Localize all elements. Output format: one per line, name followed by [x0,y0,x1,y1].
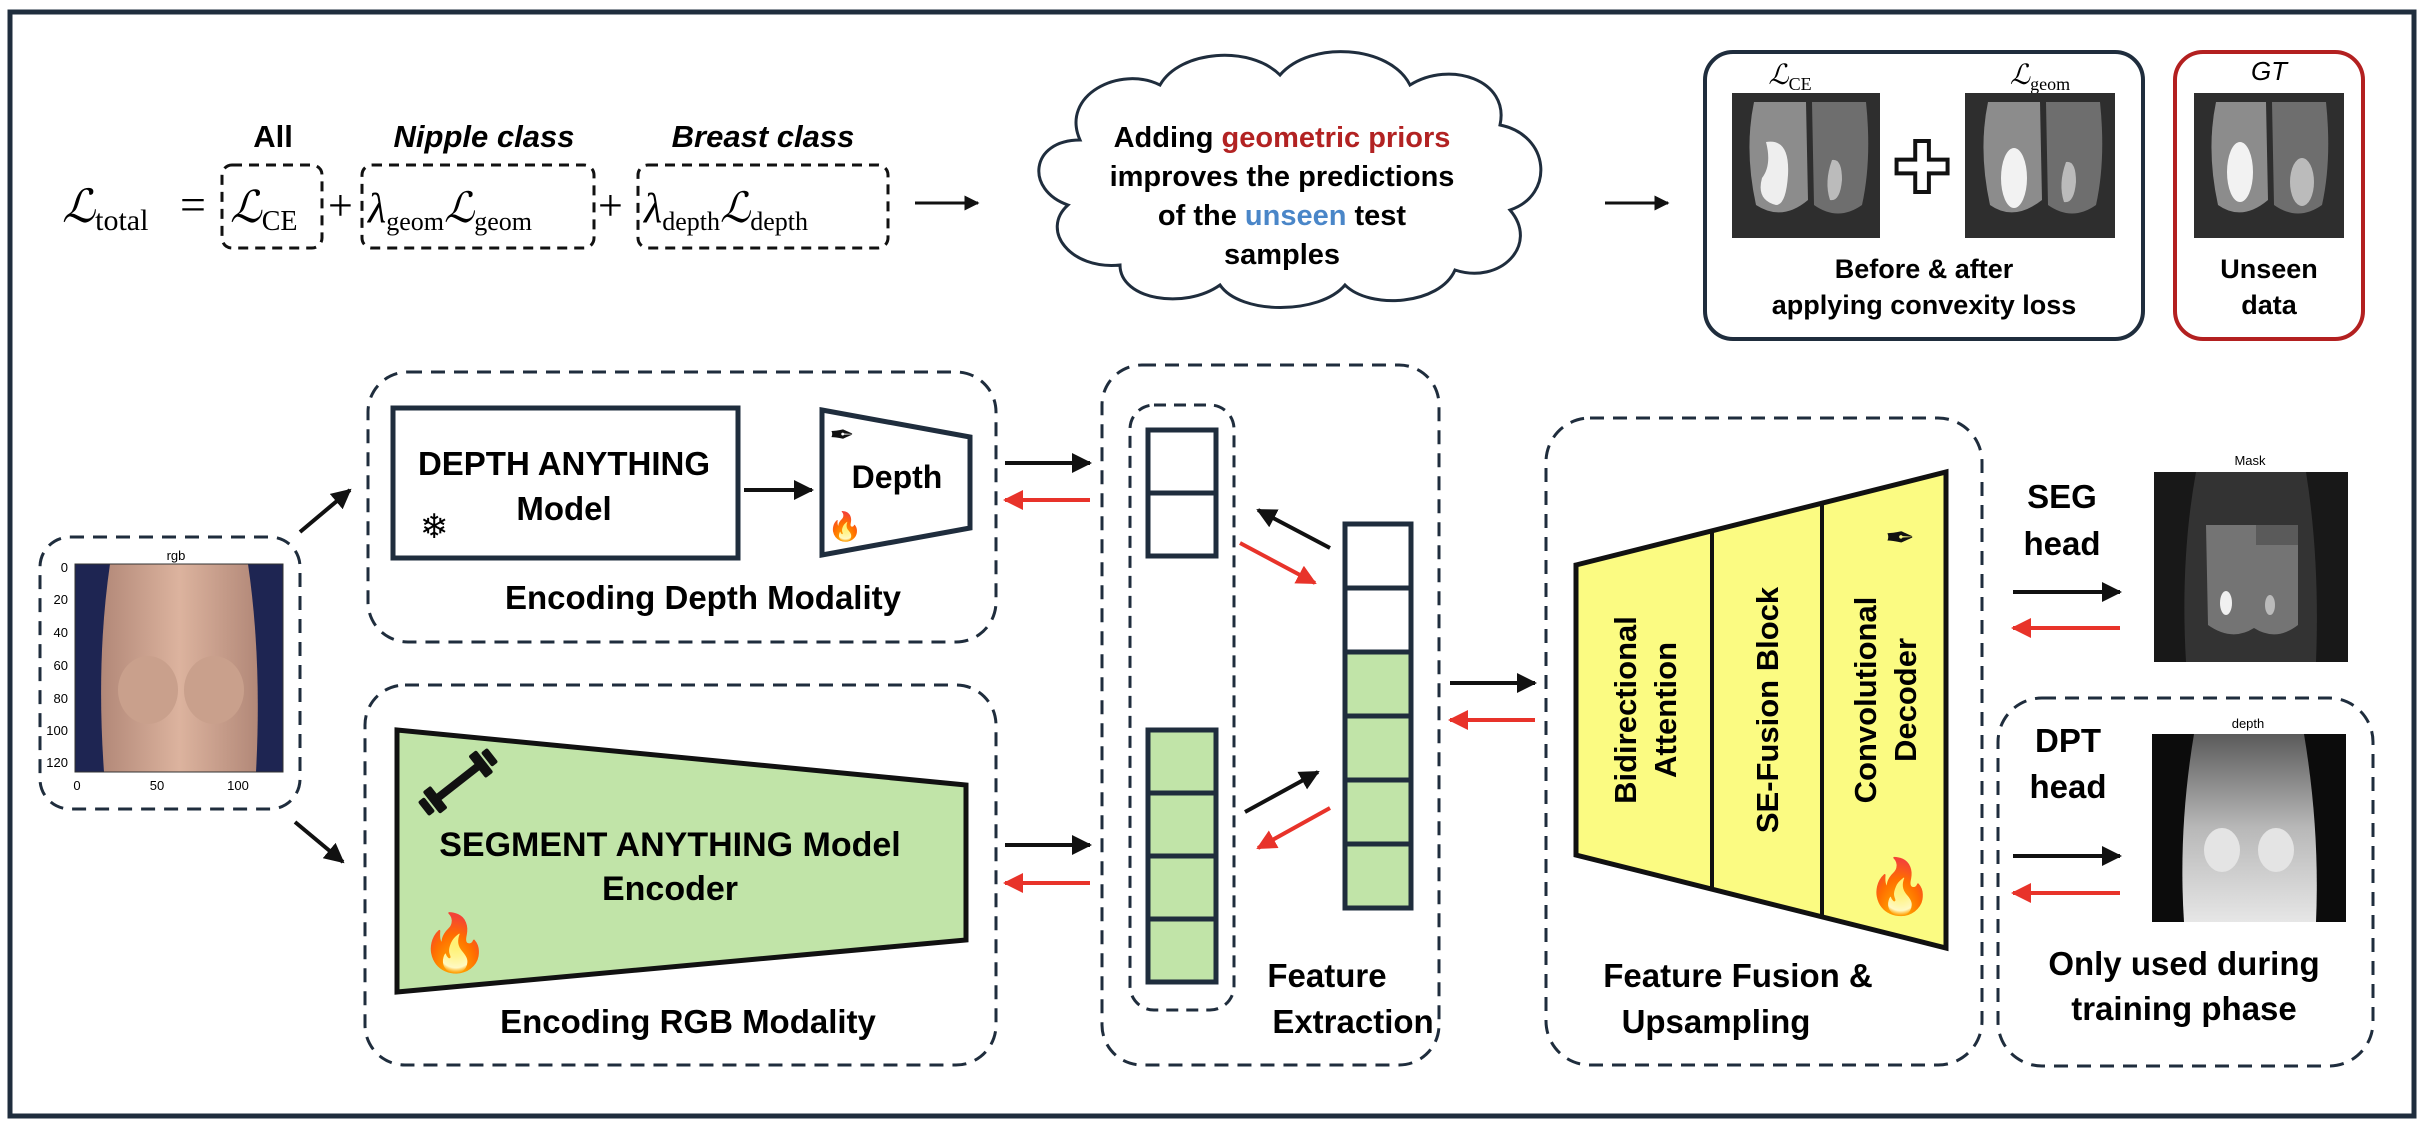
ce-result-image [1732,93,1880,238]
cloud-line-3: of the unseen test [1158,200,1407,232]
input-image-title: rgb [167,548,186,563]
concatenated-token-stack [1342,521,1414,911]
gt-label: GT [2251,56,2289,86]
equals-sign: = [180,179,206,230]
term-box-ce [220,163,324,250]
gt-image [2194,93,2344,238]
gt-panel: GT Unseen data [2173,50,2365,341]
geom-result-image [1965,93,2115,238]
y-tick: 60 [54,658,68,673]
arrow-concat-to-rgb-tokens [1256,806,1331,850]
plus-icon: ✚ [1893,129,1952,207]
depth-model-label-1: DEPTH ANYTHING [418,445,710,482]
y-tick: 100 [46,723,68,738]
dumbbell-icon [418,748,498,816]
rgb-branch: SEGMENT ANYTHING Model Encoder 🔥 Encodin… [363,683,998,1067]
cloud-line-1: Adding geometric priors [1114,122,1451,154]
term-box-geom [360,163,596,250]
arrow-rgb-tokens-to-concat [1244,770,1320,814]
depth-anything-model-box [390,405,741,561]
cloud-line-2: improves the predictions [1110,161,1455,193]
seg-head-label-2: head [2023,525,2100,562]
se-fusion-block-label: SE-Fusion Block [1750,586,1785,833]
fusion-caption-1: Feature Fusion & [1603,957,1873,994]
y-tick: 120 [46,755,68,770]
dpt-head-label-1: DPT [2035,722,2101,759]
feature-caption-2: Extraction [1272,1003,1433,1040]
arrow-input-to-rgb [293,820,345,864]
depth-token-stack [1145,427,1219,559]
input-rgb-image [74,563,284,773]
term-box-depth [636,163,890,250]
plus-1: + [328,181,353,230]
cloud-line-4: samples [1224,239,1340,271]
plus-2: + [598,181,623,230]
sam-encoder-trapezoid [394,727,969,995]
y-tick: 20 [54,592,68,607]
depth-branch-caption: Encoding Depth Modality [505,579,902,616]
modality-token-column [1128,403,1236,1012]
dpt-head-label-2: head [2029,768,2106,805]
gt-caption-1: Unseen [2220,254,2318,284]
comparison-panel: ℒCE ✚ ℒgeom Before & after applying conv… [1703,50,2145,341]
fire-icon: 🔥 [1866,856,1933,917]
feature-caption-1: Feature [1267,957,1386,994]
ce-result-label: ℒCE [1768,60,1811,94]
input-rgb-panel: rgb 0 20 40 60 80 100 120 0 50 100 [38,535,302,811]
depth-head-label: Depth [852,459,943,495]
feather-icon: ✒ [829,419,854,452]
arrow-input-to-depth [298,488,352,534]
x-tick: 100 [227,778,249,793]
sam-encoder-label-1: SEGMENT ANYTHING Model [439,826,901,864]
geom-result-label: ℒgeom [2010,60,2070,94]
depth-output-image [2152,734,2346,922]
term-geom: λgeomℒgeom [366,186,532,236]
input-x-axis: 0 50 100 [73,778,248,793]
y-tick: 40 [54,625,68,640]
sam-encoder-label-2: Encoder [602,870,738,908]
dpt-caption-1: Only used during [2048,945,2319,982]
mask-output-image [2154,472,2348,662]
dpt-head-panel: DPT head depth Only used during training… [1996,696,2375,1068]
term-header-nipple: Nipple class [394,119,575,154]
rgb-token-stack [1145,727,1219,985]
comparison-caption-1: Before & after [1835,254,2014,284]
depth-head-trapezoid [819,407,973,558]
fire-icon: 🔥 [828,510,863,543]
depth-branch: DEPTH ANYTHING Model ❄ Depth ✒ 🔥 Encodin… [366,370,998,644]
fusion-caption-2: Upsampling [1622,1003,1811,1040]
term-ce: ℒCE [230,183,297,237]
depth-image-title: depth [2232,716,2265,731]
input-y-axis: 0 20 40 60 80 100 120 [46,560,68,770]
x-tick: 50 [150,778,164,793]
term-header-all: All [253,119,293,154]
arrow-concat-to-depth-tokens [1256,508,1331,550]
gt-caption-2: data [2241,290,2298,320]
seg-head: SEG head Mask [2011,453,2348,662]
snowflake-icon: ❄ [420,508,449,546]
fire-icon: 🔥 [420,911,490,975]
depth-model-label-2: Model [516,490,611,527]
term-depth: λdepthℒdepth [642,186,808,236]
y-tick: 80 [54,691,68,706]
loss-total-symbol: ℒtotal [62,181,148,237]
dpt-caption-2: training phase [2071,990,2297,1027]
seg-head-label-1: SEG [2027,478,2097,515]
mask-image-title: Mask [2234,453,2266,468]
arrow-depth-tokens-to-concat [1239,541,1317,585]
insight-cloud: Adding geometric priors improves the pre… [1037,50,1543,309]
loss-equation: ℒtotal = All ℒCE + Nipple class λgeomℒge… [62,119,980,250]
term-header-breast: Breast class [672,119,855,154]
y-tick: 0 [61,560,68,575]
rgb-branch-caption: Encoding RGB Modality [500,1003,876,1040]
feather-icon: ✒ [1885,517,1915,558]
comparison-caption-2: applying convexity loss [1772,290,2077,320]
feature-extraction-panel: Feature Extraction [1100,363,1441,1067]
outer-frame [7,9,2417,1119]
x-tick: 0 [73,778,80,793]
